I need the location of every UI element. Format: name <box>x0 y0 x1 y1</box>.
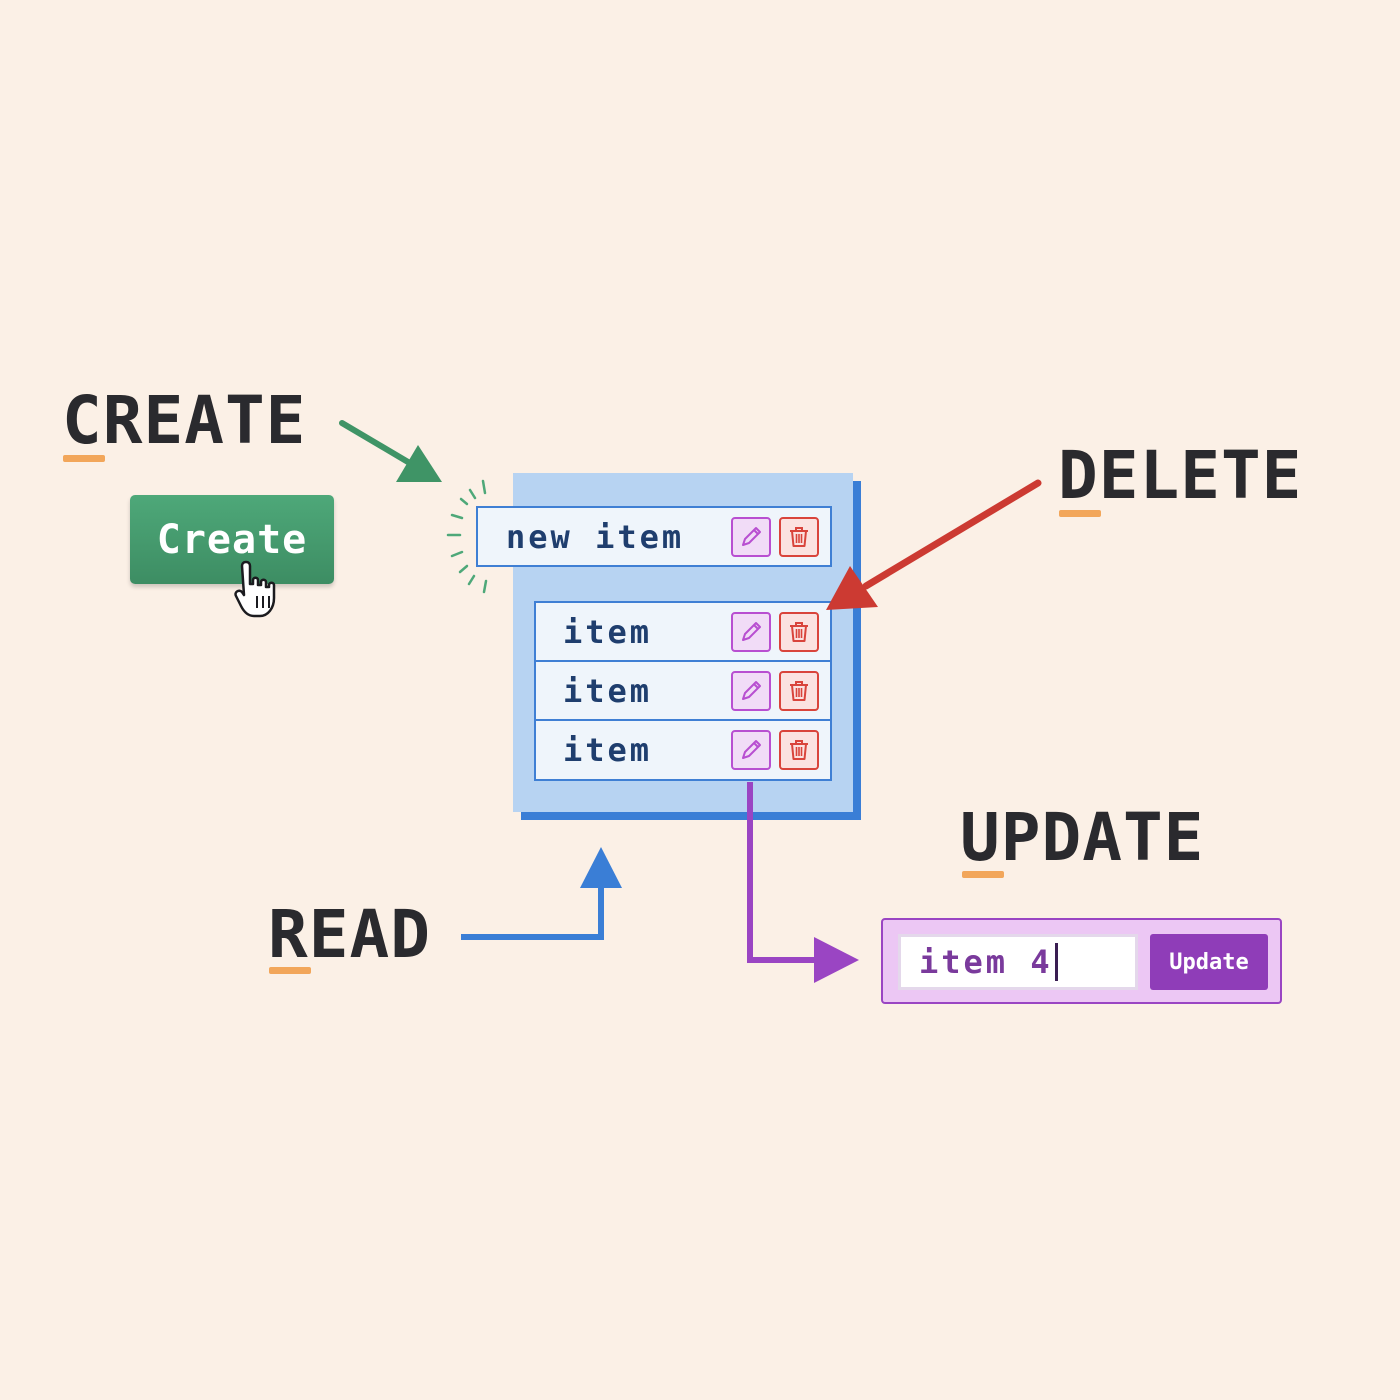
edit-button[interactable] <box>731 516 771 557</box>
list-item[interactable]: item <box>534 660 832 721</box>
pencil-icon <box>742 526 761 546</box>
list-item[interactable]: item <box>534 719 832 781</box>
list-item-label: item <box>563 612 653 651</box>
create-arrow <box>339 420 442 482</box>
edit-button[interactable] <box>731 611 771 652</box>
create-label: CREATE <box>62 382 307 459</box>
list-item[interactable]: item <box>534 601 832 662</box>
delete-label-underline <box>1059 510 1101 517</box>
delete-button[interactable] <box>779 730 819 770</box>
list-item-label: item <box>563 671 653 710</box>
pencil-icon <box>742 680 761 700</box>
text-caret <box>1054 943 1058 981</box>
update-label: UPDATE <box>960 799 1205 876</box>
delete-button[interactable] <box>779 611 819 652</box>
create-label-underline <box>63 455 105 462</box>
list-item-label: new item <box>506 517 685 556</box>
edit-button[interactable] <box>731 730 771 770</box>
update-input-value: item 4 <box>919 943 1053 981</box>
delete-label: DELETE <box>1058 437 1303 514</box>
update-input[interactable]: item 4 <box>898 934 1138 990</box>
trash-icon <box>790 621 808 642</box>
delete-button[interactable] <box>779 516 819 557</box>
edit-button[interactable] <box>731 670 771 711</box>
list-item-new[interactable]: new item <box>476 506 832 567</box>
pencil-icon <box>742 740 761 759</box>
trash-icon <box>790 526 808 547</box>
read-arrow <box>461 847 622 940</box>
list-item-label: item <box>563 731 653 769</box>
update-label-underline <box>962 871 1004 878</box>
trash-icon <box>790 740 808 760</box>
read-label-underline <box>269 967 311 974</box>
pencil-icon <box>742 621 761 641</box>
update-button[interactable]: Update <box>1150 934 1268 990</box>
read-label: READ <box>268 896 431 973</box>
delete-button[interactable] <box>779 670 819 711</box>
trash-icon <box>790 680 808 701</box>
update-form: item 4 Update <box>881 918 1282 1004</box>
create-button[interactable]: Create <box>130 495 334 584</box>
